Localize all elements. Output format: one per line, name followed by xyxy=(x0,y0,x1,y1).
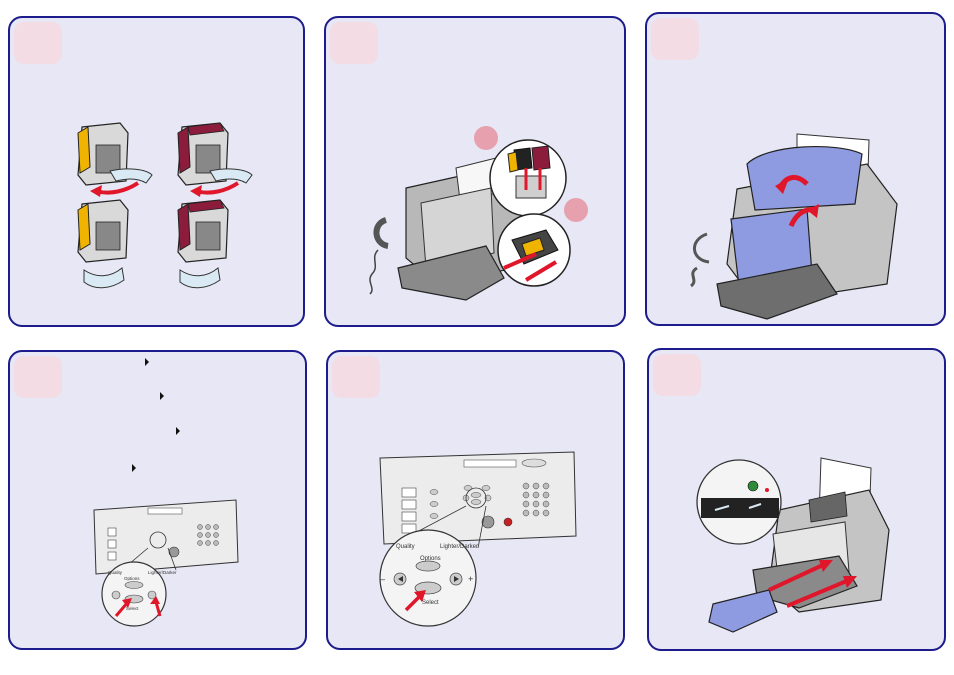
cartridge-tape-removal-illustration xyxy=(77,122,253,289)
press-arrow-select xyxy=(404,594,422,612)
removed-tape-right xyxy=(179,267,221,289)
menu-arrow-icon xyxy=(160,392,164,400)
install-cartridges-illustration xyxy=(369,126,588,301)
step-badge-4 xyxy=(14,356,62,398)
step-badge-2 xyxy=(330,22,378,64)
operator-panel xyxy=(93,499,239,575)
menu-arrow-icon xyxy=(145,358,149,366)
step-panel-2 xyxy=(324,16,626,327)
scanner-lid-open xyxy=(746,145,863,211)
latch-closing xyxy=(503,229,559,282)
step-panel-5: Quality Lighter/Darker Options – + Selec… xyxy=(326,350,625,650)
feed-arrow-left xyxy=(768,562,826,592)
menu-arrow-icon xyxy=(176,427,180,435)
menu-arrow-icon xyxy=(132,464,136,472)
black-cartridge-clean xyxy=(77,199,129,263)
step-badge-6 xyxy=(653,354,701,396)
step-panel-3 xyxy=(645,12,946,326)
close-scanner-illustration xyxy=(689,133,898,320)
step-panel-1 xyxy=(8,16,305,327)
options-button[interactable] xyxy=(415,560,441,572)
right-arrow-icon xyxy=(454,576,459,582)
cartridges-in-carrier xyxy=(507,145,551,199)
lighter-darker-label: Lighter/Darker xyxy=(148,570,177,575)
control-panel-small-illustration: Quality Lighter/Darker Options Select xyxy=(93,499,239,627)
removed-tape-left xyxy=(83,267,125,289)
quality-label: Quality xyxy=(108,570,123,575)
black-cartridge-with-tape xyxy=(77,122,153,197)
handset-cord xyxy=(689,232,710,288)
step-panel-4: Quality Lighter/Darker Options Select xyxy=(8,350,307,650)
callout-marker-b xyxy=(564,198,588,222)
options-label: Options xyxy=(124,576,140,581)
magnifier-select-buttons xyxy=(101,561,167,627)
control-panel-large-illustration: Quality Lighter/Darker Options – + Selec… xyxy=(379,451,577,627)
callout-marker-a xyxy=(474,126,498,150)
quality-label: Quality xyxy=(396,544,415,550)
plus-label: + xyxy=(468,574,473,584)
operator-panel xyxy=(379,451,577,545)
step-panel-6 xyxy=(647,348,946,651)
minus-label: – xyxy=(380,574,385,584)
lighter-darker-label: Lighter/Darker xyxy=(440,544,478,550)
step-badge-5 xyxy=(332,356,380,398)
feed-arrow-right xyxy=(786,578,850,608)
press-arrow-right xyxy=(154,601,162,617)
left-arrow-icon xyxy=(398,576,403,582)
output-tray xyxy=(716,263,838,320)
color-cartridge-with-tape xyxy=(177,122,253,197)
output-tray xyxy=(752,555,858,609)
step-badge-1 xyxy=(14,22,62,64)
step-badge-3 xyxy=(651,18,699,60)
select-label: Select xyxy=(126,606,139,611)
color-cartridge-clean xyxy=(177,199,229,263)
magnifier-select-buttons xyxy=(379,529,477,627)
load-paper-illustration xyxy=(696,457,890,633)
options-label: Options xyxy=(420,556,441,562)
select-label: Select xyxy=(422,600,439,606)
front-cover-removed xyxy=(708,589,778,633)
